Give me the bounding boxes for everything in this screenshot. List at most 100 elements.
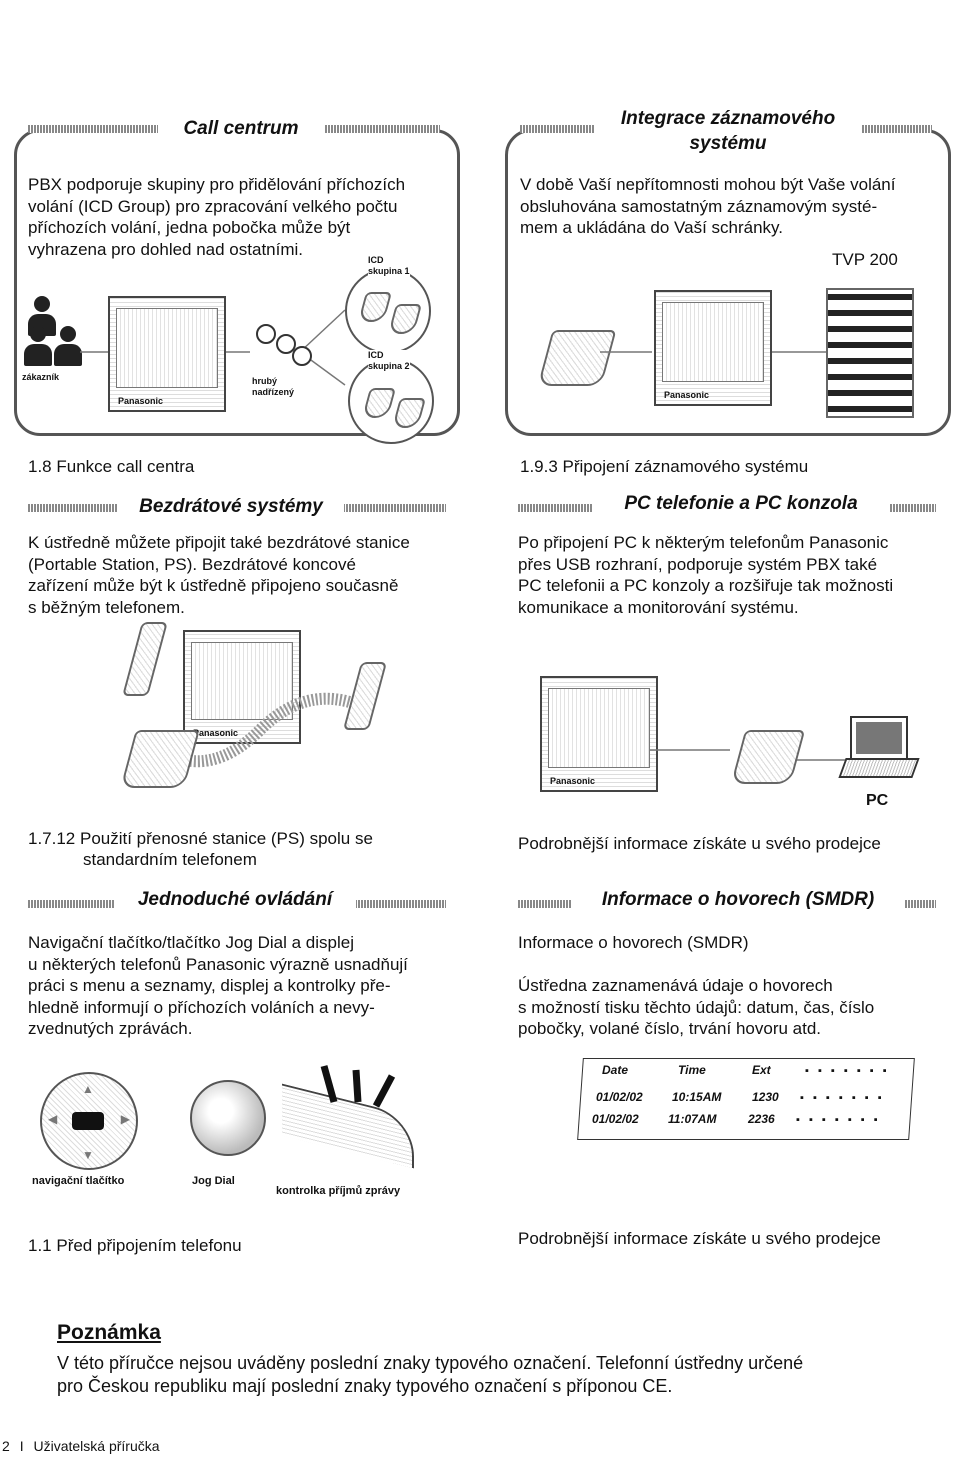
pbx-unit: Panasonic: [540, 676, 658, 792]
call-center-text: PBX podporuje skupiny pro přidělování př…: [28, 174, 458, 260]
text-line: PC telefonii a PC konzoly a rozšiřuje ta…: [518, 576, 894, 595]
voicemail-product-label: TVP 200: [832, 250, 898, 269]
text-line: s možností tisku těchto údajů: datum, ča…: [518, 997, 875, 1017]
wireless-title: Bezdrátové systémy: [118, 495, 344, 519]
pbx-front-panel: [116, 308, 218, 388]
text-line: vyhrazena pro dohled nad ostatními.: [28, 239, 304, 259]
text-line: PBX podporuje skupiny pro přidělování př…: [28, 175, 406, 194]
voicemail-title-line: Integrace záznamového: [620, 108, 836, 129]
wireless-text: K ústředně můžete připojit také bezdráto…: [28, 532, 458, 618]
smdr-title: Informace o hovorech (SMDR): [572, 888, 904, 912]
caption-line: standardním telefonem: [83, 850, 257, 869]
smdr-dots: ▪ ▪ ▪ ▪ ▪ ▪ ▪: [805, 1065, 890, 1077]
smdr-header: Ext: [752, 1063, 771, 1077]
caller-label: zákazník: [22, 372, 60, 382]
easy-caption: 1.1 Před připojením telefonu: [28, 1236, 242, 1255]
text-line: V této příručce nejsou uváděny poslední …: [57, 1353, 804, 1373]
icd-label-line: ICD: [368, 350, 384, 360]
jog-dial-label: Jog Dial: [192, 1175, 235, 1187]
easy-title: Jednoduché ovládání: [114, 888, 356, 912]
text-line: pro Českou republiku mají poslední znaky…: [57, 1376, 673, 1396]
supervisor-person-icon: [256, 324, 276, 344]
text-line: zvednutých zprávách.: [28, 1019, 193, 1038]
text-line: Ústředna zaznamenává údaje o hovorech: [518, 976, 833, 995]
jog-dial-icon: [190, 1080, 266, 1156]
smdr-header: Time: [678, 1063, 706, 1077]
navigation-key-icon: ▲ ▼ ◀ ▶: [40, 1072, 138, 1170]
pc-label: PC: [866, 792, 889, 809]
note-title: Poznámka: [57, 1321, 161, 1344]
pc-caption: Podrobnější informace získáte u svého pr…: [518, 834, 881, 853]
smdr-cell: 01/02/02: [596, 1090, 643, 1104]
text-line: mem a ukládána do Vaší schránky.: [520, 218, 784, 237]
supervisor-person-icon: [292, 346, 312, 366]
icd-label-line: skupina 1: [368, 266, 410, 276]
laptop-icon: [850, 716, 908, 760]
pbx-logo: Panasonic: [550, 776, 596, 786]
smdr-cell: 2236: [748, 1112, 775, 1126]
text-line: příchozích volání, jedna pobočka může bý…: [28, 218, 351, 237]
text-line: K ústředně můžete připojit také bezdráto…: [28, 533, 410, 552]
pbx-unit: Panasonic: [654, 290, 772, 406]
text-line: V době Vaší nepřítomnosti mohou být Vaše…: [520, 175, 896, 194]
voicemail-text: V době Vaší nepřítomnosti mohou být Vaše…: [520, 174, 950, 239]
caller-person-icon: [54, 344, 82, 366]
led-rays-icon: [320, 1065, 396, 1108]
text-line: pobočky, volané číslo, trvání hovoru atd…: [518, 1019, 822, 1038]
icd-group-1-label: ICD skupina 1: [368, 255, 410, 277]
text-line: Navigační tlačítko/tlačítko Jog Dial a d…: [28, 933, 354, 952]
footer-separator: I: [19, 1438, 24, 1454]
text-line: volání (ICD Group) pro zpracování velkéh…: [28, 196, 398, 216]
supervisor-label: hrubý nadřízený: [252, 376, 294, 398]
text-line: obsluhována samostatným záznamovým systé…: [520, 196, 878, 216]
footer-title: Uživatelská příručka: [33, 1438, 160, 1454]
easy-text: Navigační tlačítko/tlačítko Jog Dial a d…: [28, 932, 458, 1040]
voicemail-unit-icon: [826, 288, 914, 418]
page-number: 2: [2, 1438, 10, 1454]
icd-label-line: ICD: [368, 255, 384, 265]
footer: 2 I Uživatelská příručka: [2, 1438, 160, 1454]
voicemail-caption: 1.9.3 Připojení záznamového systému: [520, 457, 809, 476]
pbx-logo: Panasonic: [118, 396, 164, 406]
smdr-header: Date: [602, 1063, 629, 1077]
pc-title: PC telefonie a PC konzola: [592, 492, 890, 516]
text-line: komunikace a monitorování systému.: [518, 597, 799, 617]
note-text: V této příručce nejsou uváděny poslední …: [57, 1352, 937, 1398]
pc-connection: [650, 749, 850, 761]
pbx-logo: Panasonic: [664, 390, 710, 400]
voicemail-connection: [600, 351, 830, 353]
voicemail-title-line: systému: [689, 133, 767, 154]
text-line: u některých telefonů Panasonic výrazně u…: [28, 954, 408, 974]
caller-person-icon: [34, 296, 50, 312]
smdr-text: Ústředna zaznamenává údaje o hovorech s …: [518, 975, 948, 1040]
smdr-caption: Podrobnější informace získáte u svého pr…: [518, 1229, 881, 1248]
nav-key-label: navigační tlačítko: [32, 1175, 125, 1187]
text-line: přes USB rozhraní, podporuje systém PBX …: [518, 554, 878, 574]
text-line: zařízení může být k ústředně připojeno s…: [28, 576, 399, 595]
pc-text: Po připojení PC k některým telefonům Pan…: [518, 532, 948, 618]
call-center-caption: 1.8 Funkce call centra: [28, 457, 195, 476]
pbx-front-panel: [191, 642, 293, 720]
supervisor-person-icon: [276, 334, 296, 354]
smdr-cell: 01/02/02: [592, 1112, 639, 1126]
text-line: práci s menu a seznamy, displej a kontro…: [28, 976, 391, 995]
smdr-subtitle: Informace o hovorech (SMDR): [518, 933, 749, 952]
text-line: hledně informují o příchozích voláních a…: [28, 997, 375, 1017]
pbx-front-panel: [548, 688, 650, 768]
caller-person-icon: [24, 344, 52, 366]
caption-line: 1.7.12 Použití přenosné stanice (PS) spo…: [28, 829, 373, 848]
smdr-cell: 11:07AM: [668, 1112, 717, 1126]
pbx-logo: Panasonic: [193, 728, 239, 738]
pbx-front-panel: [662, 302, 764, 382]
icd-label-line: skupina 2: [368, 361, 410, 371]
caller-person-icon: [30, 326, 46, 342]
icd-group-2-label: ICD skupina 2: [368, 350, 410, 372]
text-line: Po připojení PC k některým telefonům Pan…: [518, 533, 889, 552]
smdr-dots: ▪ ▪ ▪ ▪ ▪ ▪ ▪: [796, 1114, 881, 1126]
pbx-unit: Panasonic: [108, 296, 226, 412]
call-center-title: Call centrum: [158, 116, 324, 141]
caller-person-icon: [60, 326, 76, 342]
smdr-cell: 1230: [752, 1090, 779, 1104]
smdr-cell: 10:15AM: [672, 1090, 722, 1104]
laptop-base-icon: [838, 758, 920, 778]
